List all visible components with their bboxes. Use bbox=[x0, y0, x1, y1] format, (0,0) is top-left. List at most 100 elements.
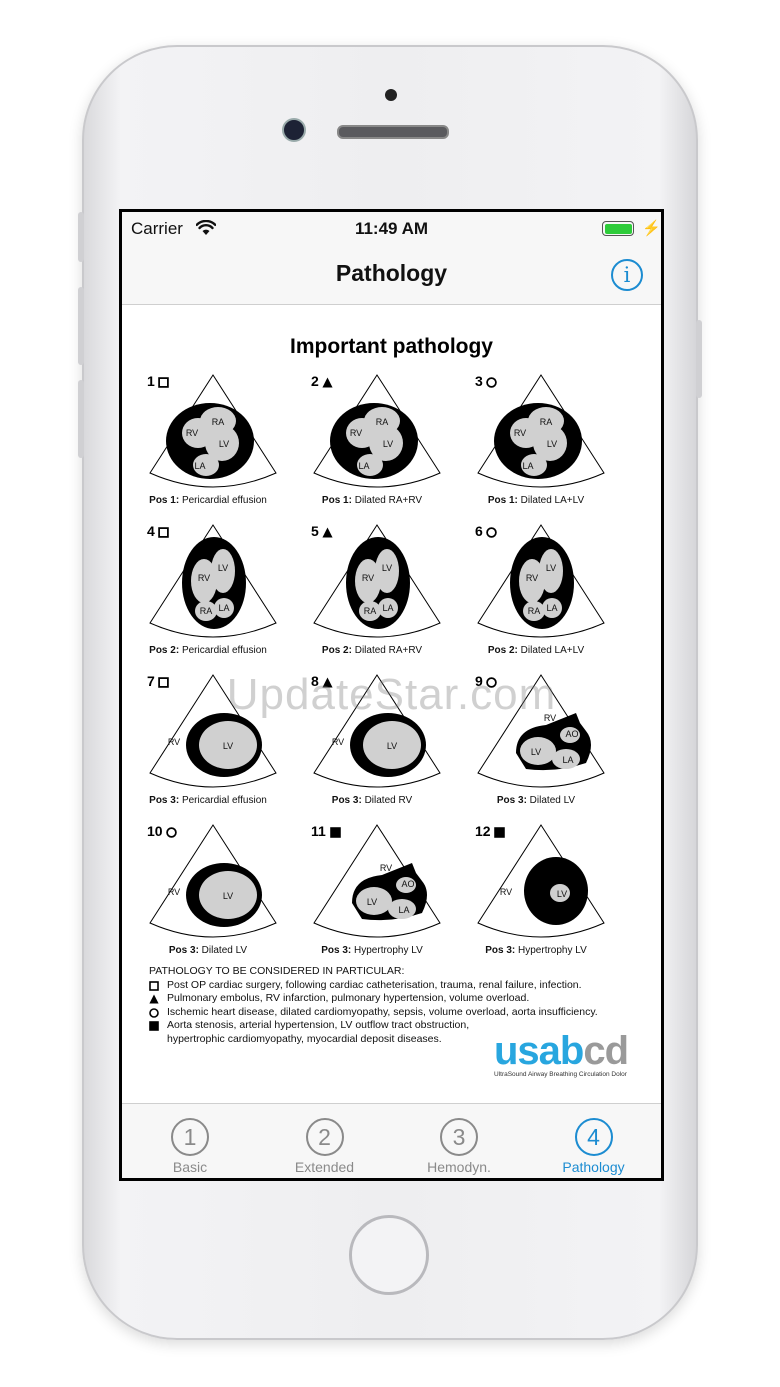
circle-symbol-icon bbox=[486, 677, 497, 688]
triangle-symbol-icon bbox=[322, 527, 333, 538]
cell-symbol bbox=[158, 675, 169, 693]
power-button bbox=[696, 320, 702, 398]
heart-chamber bbox=[539, 549, 563, 593]
square-symbol-icon bbox=[158, 377, 169, 388]
cell-caption: Pos 3: Hypertrophy LV bbox=[321, 945, 423, 956]
triangle-symbol-icon bbox=[149, 994, 159, 1004]
chamber-label: RV bbox=[380, 863, 392, 873]
circle-symbol-icon bbox=[486, 377, 497, 388]
triangle-symbol-icon bbox=[322, 677, 333, 688]
chamber-label: RV bbox=[168, 887, 180, 897]
chamber-label: AO bbox=[565, 729, 578, 739]
cell-symbol bbox=[322, 525, 333, 543]
heart-chamber bbox=[520, 737, 556, 765]
cell-caption: Pos 3: Pericardial effusion bbox=[149, 795, 267, 806]
legend-item-text: Aorta stenosis, arterial hypertension, L… bbox=[167, 1019, 470, 1031]
logo-text-primary: usab bbox=[494, 1029, 584, 1073]
cell-number: 10 bbox=[147, 823, 163, 839]
logo-text-secondary: cd bbox=[583, 1029, 629, 1073]
heart-chamber bbox=[205, 425, 239, 461]
cell-symbol bbox=[322, 375, 333, 393]
tab-number-icon: 1 bbox=[171, 1118, 209, 1156]
circle-symbol-icon bbox=[149, 1007, 159, 1018]
filled-square-symbol-icon bbox=[494, 827, 505, 838]
home-button[interactable] bbox=[349, 1215, 429, 1295]
heart-chamber bbox=[521, 454, 547, 476]
echo-view-diagram: RV AO LV LA bbox=[477, 674, 605, 788]
cell-caption: Pos 1: Pericardial effusion bbox=[149, 495, 267, 506]
chamber-label: LA bbox=[562, 755, 573, 765]
tab-number-icon: 3 bbox=[440, 1118, 478, 1156]
chamber-label: LA bbox=[398, 905, 409, 915]
heart-chamber bbox=[191, 559, 217, 603]
triangle-symbol-icon bbox=[322, 377, 333, 388]
circle-symbol-icon bbox=[486, 527, 497, 538]
heart-chamber bbox=[356, 887, 392, 915]
heart-chamber bbox=[396, 877, 416, 893]
chamber-label: LV bbox=[387, 741, 397, 751]
square-symbol-icon bbox=[158, 677, 169, 688]
heart-chamber bbox=[552, 749, 580, 769]
chamber-label: RV bbox=[514, 428, 526, 438]
chamber-label: LV bbox=[531, 747, 541, 757]
chamber-label: RA bbox=[376, 417, 389, 427]
legend-item-text: Ischemic heart disease, dilated cardiomy… bbox=[167, 1005, 598, 1018]
heart-chamber bbox=[369, 425, 403, 461]
cell-number: 12 bbox=[475, 823, 491, 839]
cell-symbol bbox=[322, 675, 333, 693]
cell-caption: Pos 3: Dilated RV bbox=[331, 795, 413, 806]
info-button[interactable]: i bbox=[611, 259, 643, 291]
cell-number: 2 bbox=[311, 373, 319, 389]
chamber-label: RV bbox=[500, 887, 512, 897]
heart-chamber bbox=[519, 559, 545, 603]
battery-icon bbox=[602, 221, 634, 236]
heart-chamber bbox=[542, 598, 562, 618]
cell-caption: Pos 2: Dilated LA+LV bbox=[487, 645, 585, 656]
screen: Carrier 11:49 AM ⚡ Pathology i Important… bbox=[119, 209, 664, 1181]
usabcd-logo: usabcd UltraSound Airway Breathing Circu… bbox=[494, 1029, 629, 1078]
watermark: UpdateStar.com bbox=[226, 670, 557, 719]
heart-chamber bbox=[375, 549, 399, 593]
tab-label: Pathology bbox=[562, 1159, 625, 1175]
cell-number: 1 bbox=[147, 373, 155, 389]
cell-number: 11 bbox=[311, 823, 326, 839]
chamber-label: RV bbox=[198, 573, 210, 583]
legend-item-text: Post OP cardiac surgery, following cardi… bbox=[167, 978, 582, 991]
tab-label: Hemodyn. bbox=[427, 1159, 491, 1175]
cell-caption: Pos 2: Pericardial effusion bbox=[149, 645, 267, 656]
chamber-label: LA bbox=[194, 461, 205, 471]
logo-tagline: UltraSound Airway Breathing Circulation … bbox=[494, 1071, 627, 1078]
chamber-label: RV bbox=[332, 737, 344, 747]
heart-chamber bbox=[533, 425, 567, 461]
cell-number: 9 bbox=[475, 673, 483, 689]
chamber-label: RV bbox=[544, 713, 556, 723]
heart-chamber bbox=[363, 721, 421, 769]
heart-chamber bbox=[523, 601, 545, 621]
front-camera bbox=[282, 118, 306, 142]
filled-square-symbol-icon bbox=[149, 1021, 159, 1031]
chamber-label: LA bbox=[358, 461, 369, 471]
chamber-label: LA bbox=[522, 461, 533, 471]
square-symbol-icon bbox=[158, 527, 169, 538]
chamber-label: RV bbox=[168, 737, 180, 747]
cell-caption: Pos 1: Dilated LA+LV bbox=[487, 495, 585, 506]
mute-switch bbox=[78, 212, 84, 262]
heart-chamber bbox=[560, 727, 580, 743]
cell-symbol bbox=[158, 525, 169, 543]
